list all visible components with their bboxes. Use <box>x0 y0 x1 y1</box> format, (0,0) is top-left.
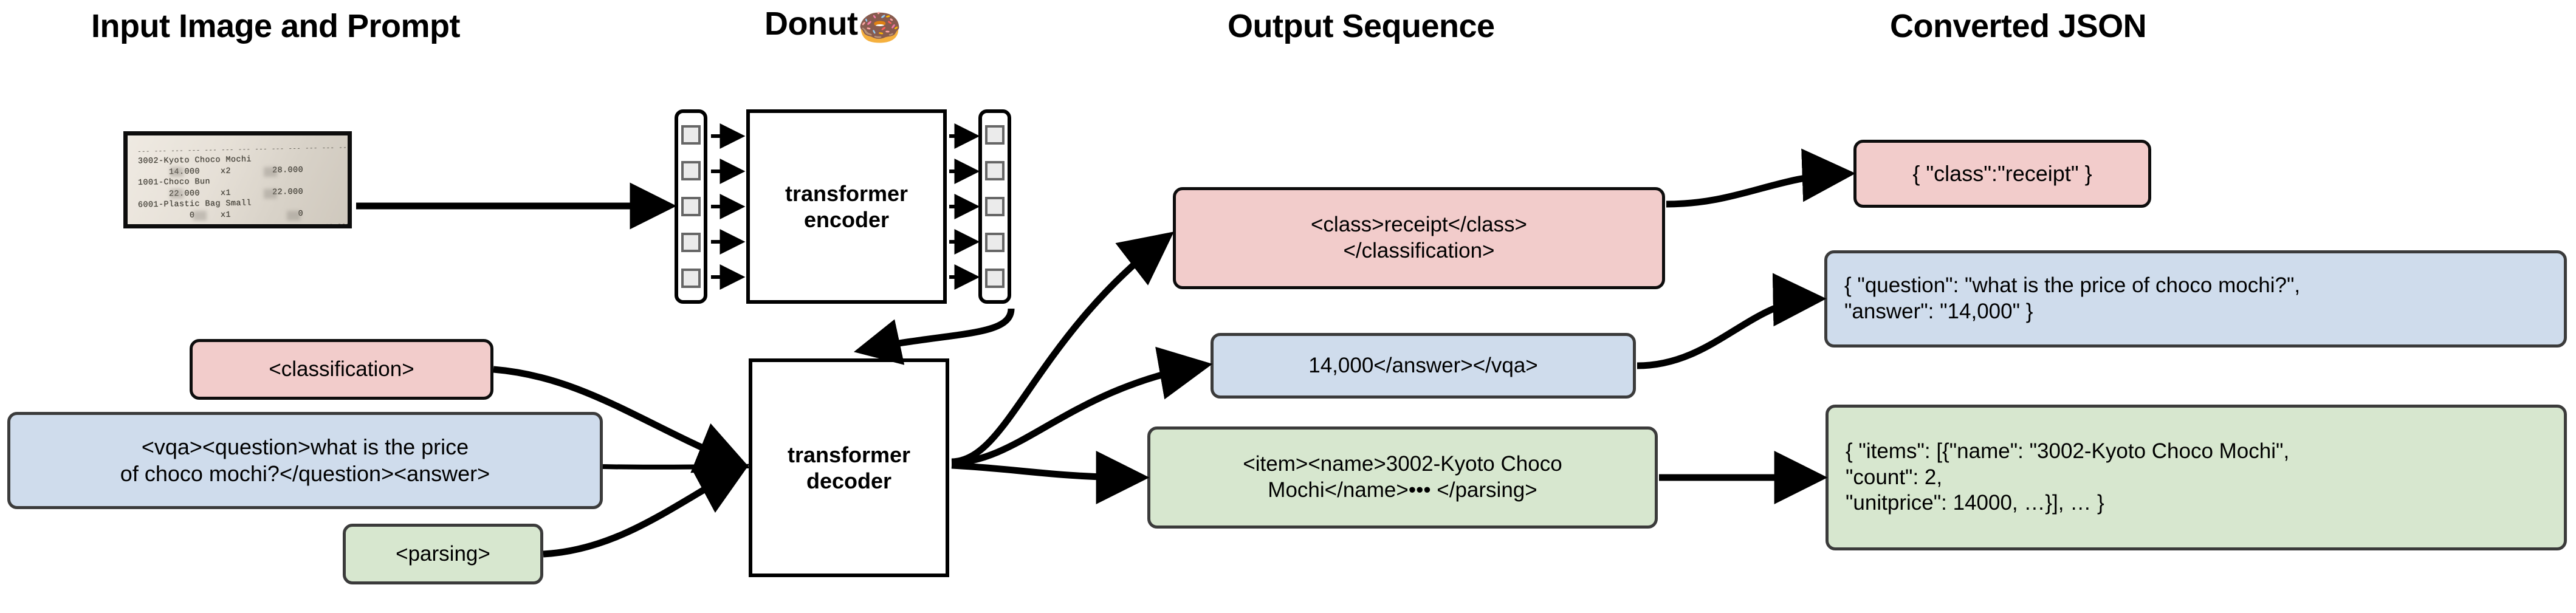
arrow-output-to-json-vqa <box>1637 273 1827 369</box>
converted-json-vqa[interactable]: { "question": "what is the price of choc… <box>1824 250 2567 348</box>
encoder-input-token <box>681 196 701 216</box>
encoder-output-token <box>985 196 1005 216</box>
receipt-top-rule: --- --- --- --- --- --- --- --- --- --- … <box>137 144 352 156</box>
encoder-input-token <box>681 232 701 252</box>
encoder-output-token <box>985 232 1005 252</box>
donut-title-text: Donut <box>764 5 858 42</box>
column-title-input-image-and-prompt: Input Image and Prompt <box>91 8 461 44</box>
output-sequence-vqa[interactable]: 14,000</answer></vqa> <box>1211 333 1636 399</box>
receipt-redaction-6 <box>287 211 300 221</box>
encoder-input-token <box>681 268 701 288</box>
receipt-redaction-4 <box>264 189 277 199</box>
arrow-output-to-json-classification <box>1666 148 1856 208</box>
transformer-encoder-box: transformer encoder <box>746 109 947 304</box>
receipt-redaction-2 <box>264 167 277 177</box>
column-title-converted-json: Converted JSON <box>1890 8 2147 44</box>
receipt-line-1: 3002-Kyoto Choco Mochi <box>137 155 252 166</box>
donut-icon: 🍩 <box>857 8 902 47</box>
receipt-line-2: 14.000 x2 28.000 <box>137 165 304 178</box>
receipt-line-6: 0 x1 0 <box>137 209 304 222</box>
arrow-decoder-to-output-parsing <box>951 450 1150 504</box>
encoder-output-token <box>985 161 1005 181</box>
transformer-decoder-box: transformer decoder <box>749 358 949 577</box>
column-title-output-sequence: Output Sequence <box>1228 8 1495 44</box>
encoder-output-token-strip <box>978 109 1011 304</box>
receipt-line-4: 22.000 x1 22.000 <box>137 187 304 200</box>
arrow-encoder-output-to-decoder <box>853 308 1015 365</box>
receipt-redaction-3 <box>170 189 184 199</box>
prompt-classification[interactable]: <classification> <box>190 339 493 400</box>
encoder-output-token <box>985 125 1005 145</box>
column-title-donut: Donut🍩 <box>764 5 902 49</box>
receipt-redaction-5 <box>193 211 207 221</box>
encoder-input-token <box>681 125 701 145</box>
encoder-input-token <box>681 161 701 181</box>
encoder-output-token <box>985 268 1005 288</box>
prompt-parsing[interactable]: <parsing> <box>343 524 543 584</box>
converted-json-classification[interactable]: { "class":"receipt" } <box>1853 140 2151 208</box>
input-receipt-image: --- --- --- --- --- --- --- --- --- --- … <box>123 131 352 228</box>
receipt-line-5: 6001-Plastic Bag Small <box>137 199 252 210</box>
prompt-vqa[interactable]: <vqa><question>what is the price of choc… <box>7 412 603 509</box>
encoder-input-token-strip <box>675 109 707 304</box>
converted-json-parsing[interactable]: { "items": [{"name": "3002-Kyoto Choco M… <box>1826 405 2567 550</box>
receipt-line-3: 1001-Choco Bun <box>137 177 211 188</box>
receipt-redaction-1 <box>170 167 184 177</box>
output-sequence-parsing[interactable]: <item><name>3002-Kyoto Choco Mochi</name… <box>1147 426 1658 529</box>
output-sequence-classification[interactable]: <class>receipt</class> </classification> <box>1173 187 1665 289</box>
